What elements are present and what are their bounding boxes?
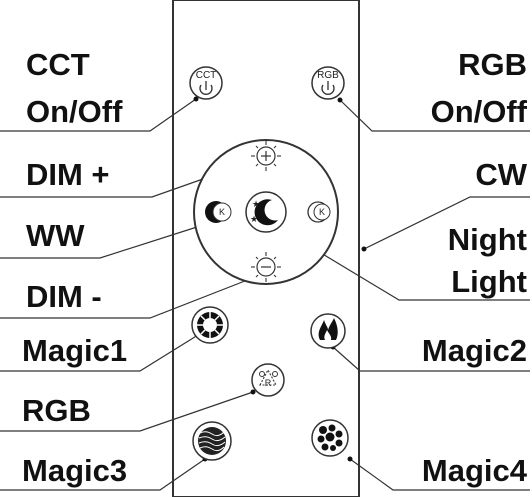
leader-magic3 <box>0 458 206 491</box>
star-icon: ★ <box>252 199 260 209</box>
label-light: Light <box>451 264 527 299</box>
leader-magic4 <box>349 458 530 491</box>
star-icon: ★ <box>250 214 258 224</box>
label-cw: CW <box>475 157 527 192</box>
label-dim-minus: DIM - <box>26 279 102 314</box>
power-icon <box>199 84 213 95</box>
cct-button-label: CCT <box>196 70 217 81</box>
magic3-button[interactable] <box>192 421 232 461</box>
magic2-button[interactable] <box>310 313 346 349</box>
power-icon <box>321 84 335 95</box>
label-night: Night <box>448 222 527 257</box>
leader-cw <box>363 196 530 250</box>
leader-rgb <box>0 391 254 432</box>
sun-plus-icon <box>251 141 281 171</box>
texture-icon <box>198 427 226 455</box>
night-light-button[interactable]: ★ ★ <box>245 191 287 233</box>
label-rgb: RGB <box>22 393 91 428</box>
sun-minus-icon <box>251 252 281 282</box>
dim-minus-button[interactable] <box>251 252 281 282</box>
label-magic3: Magic3 <box>22 453 127 488</box>
rgb-cycle-label: R <box>265 378 272 388</box>
cycle-icon <box>259 368 277 386</box>
rgb-power-button[interactable]: RGB <box>311 66 345 100</box>
label-ww: WW <box>26 218 85 253</box>
label-magic2: Magic2 <box>422 333 527 368</box>
svg-text:K: K <box>219 207 225 217</box>
dim-plus-button[interactable] <box>251 141 281 171</box>
rgb-button-label: RGB <box>317 70 339 81</box>
cw-button[interactable]: K <box>307 201 331 223</box>
svg-text:K: K <box>319 207 325 217</box>
dots-icon <box>317 424 343 451</box>
leader-ww <box>0 226 198 259</box>
magic4-button[interactable] <box>311 419 349 457</box>
label-magic1: Magic1 <box>22 333 127 368</box>
leader-magic1 <box>0 334 199 372</box>
label-cct-onoff: On/Off <box>26 94 123 129</box>
label-cct: CCT <box>26 47 90 82</box>
label-dim-plus: DIM + <box>26 157 110 192</box>
leader-night-light <box>305 243 530 301</box>
rgb-cycle-button[interactable]: R <box>251 363 285 397</box>
magic1-button[interactable] <box>191 306 229 344</box>
leader-lines <box>0 98 530 491</box>
leader-rgb-onoff <box>339 99 530 132</box>
leader-cct-onoff <box>0 98 197 132</box>
flame-icon <box>318 318 338 340</box>
moon-icon <box>254 199 278 226</box>
label-magic4: Magic4 <box>422 453 528 488</box>
ww-button[interactable]: K <box>205 201 232 223</box>
cct-power-button[interactable]: CCT <box>189 66 223 100</box>
label-rgb-onoff: On/Off <box>431 94 528 129</box>
leader-magic2 <box>332 346 530 372</box>
leader-dim-minus <box>0 278 251 319</box>
label-rgb-top: RGB <box>458 47 527 82</box>
